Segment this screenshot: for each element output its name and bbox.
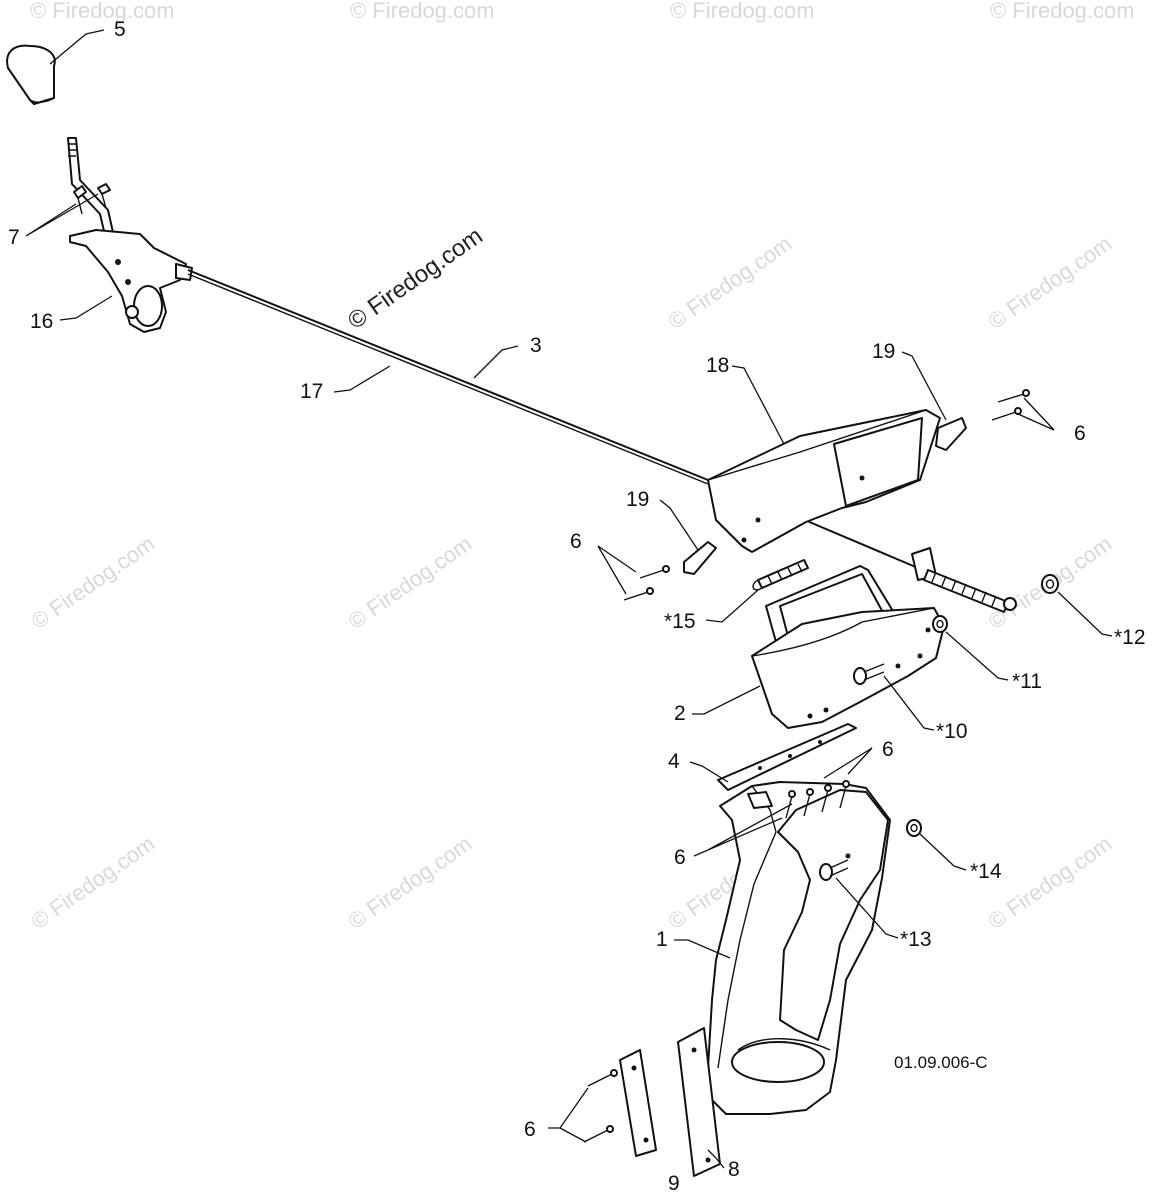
label-part-6-upper-right: 6: [1074, 422, 1086, 445]
leader-lines: [25, 29, 1113, 1169]
label-part-5: 5: [114, 18, 126, 41]
part-19-shim-lower: [683, 541, 717, 575]
part-labels: 5 7 16 17 3 18 19 6 19 6 *15 *12 *11 2 *…: [8, 18, 1146, 1195]
label-part-16: 16: [30, 310, 53, 333]
cable-adjuster: [911, 547, 1017, 613]
label-part-17: 17: [300, 380, 323, 403]
label-part-6-chute-top: 6: [882, 738, 894, 761]
watermark: © Firedog.com: [984, 831, 1117, 934]
part-6-bolts-upper: [991, 389, 1030, 421]
label-part-15: *15: [664, 610, 696, 633]
label-part-19-lower: 19: [626, 488, 649, 511]
label-part-4: 4: [668, 750, 680, 773]
label-part-11: *11: [1012, 670, 1042, 693]
watermark-main: © Firedog.com: [343, 222, 488, 335]
part-2-chute-deflector: [751, 565, 945, 729]
part-6-bolts-left: [623, 565, 670, 601]
label-part-6-chute-side: 6: [674, 846, 686, 869]
watermark: © Firedog.com: [990, 0, 1135, 23]
label-part-9: 9: [668, 1172, 680, 1195]
watermark: © Firedog.com: [344, 831, 477, 934]
part-6-bolts-chute-top: [785, 780, 850, 819]
label-part-10: *10: [936, 720, 968, 743]
label-part-14: *14: [970, 860, 1002, 883]
part-6-bolts-lower: [583, 1069, 618, 1143]
label-part-7: 7: [8, 226, 20, 249]
label-part-12: *12: [1114, 626, 1146, 649]
part-10-pivot-bolt: [853, 663, 885, 685]
label-part-3: 3: [530, 334, 542, 357]
part-7-screws: [73, 183, 111, 215]
diagram-reference-code: 01.09.006-C: [894, 1053, 988, 1072]
part-1-chute: [707, 781, 891, 1115]
label-part-19-upper: 19: [872, 340, 895, 363]
label-part-2: 2: [674, 702, 686, 725]
watermark-layer: © Firedog.com © Firedog.com © Firedog.co…: [27, 0, 1135, 934]
label-part-18: 18: [706, 354, 729, 377]
watermark: © Firedog.com: [664, 231, 797, 334]
part-5-knob: [6, 44, 56, 105]
part-19-shim-upper: [935, 417, 967, 451]
part-18-deflector: [707, 409, 941, 553]
part-4-strip: [717, 723, 857, 791]
part-16-bracket: [69, 229, 193, 333]
part-3-cable: [187, 269, 919, 569]
part-11-washer: [932, 615, 948, 633]
watermark: © Firedog.com: [30, 0, 175, 23]
label-part-6-lower: 6: [524, 1118, 536, 1141]
part-9-plate: [619, 1049, 657, 1157]
part-14-nut: [906, 819, 922, 837]
label-part-13: *13: [900, 928, 932, 951]
watermark: © Firedog.com: [27, 531, 160, 634]
watermark: © Firedog.com: [27, 831, 160, 934]
watermark: © Firedog.com: [984, 231, 1117, 334]
watermark: © Firedog.com: [350, 0, 495, 23]
watermark: © Firedog.com: [670, 0, 815, 23]
watermark: © Firedog.com: [344, 531, 477, 634]
part-12-washer: [1041, 574, 1059, 594]
label-part-8: 8: [728, 1158, 740, 1181]
label-part-6-left: 6: [570, 530, 582, 553]
part-15-spring: [752, 559, 809, 591]
label-part-1: 1: [656, 928, 668, 951]
part-13-bolt: [819, 859, 849, 881]
